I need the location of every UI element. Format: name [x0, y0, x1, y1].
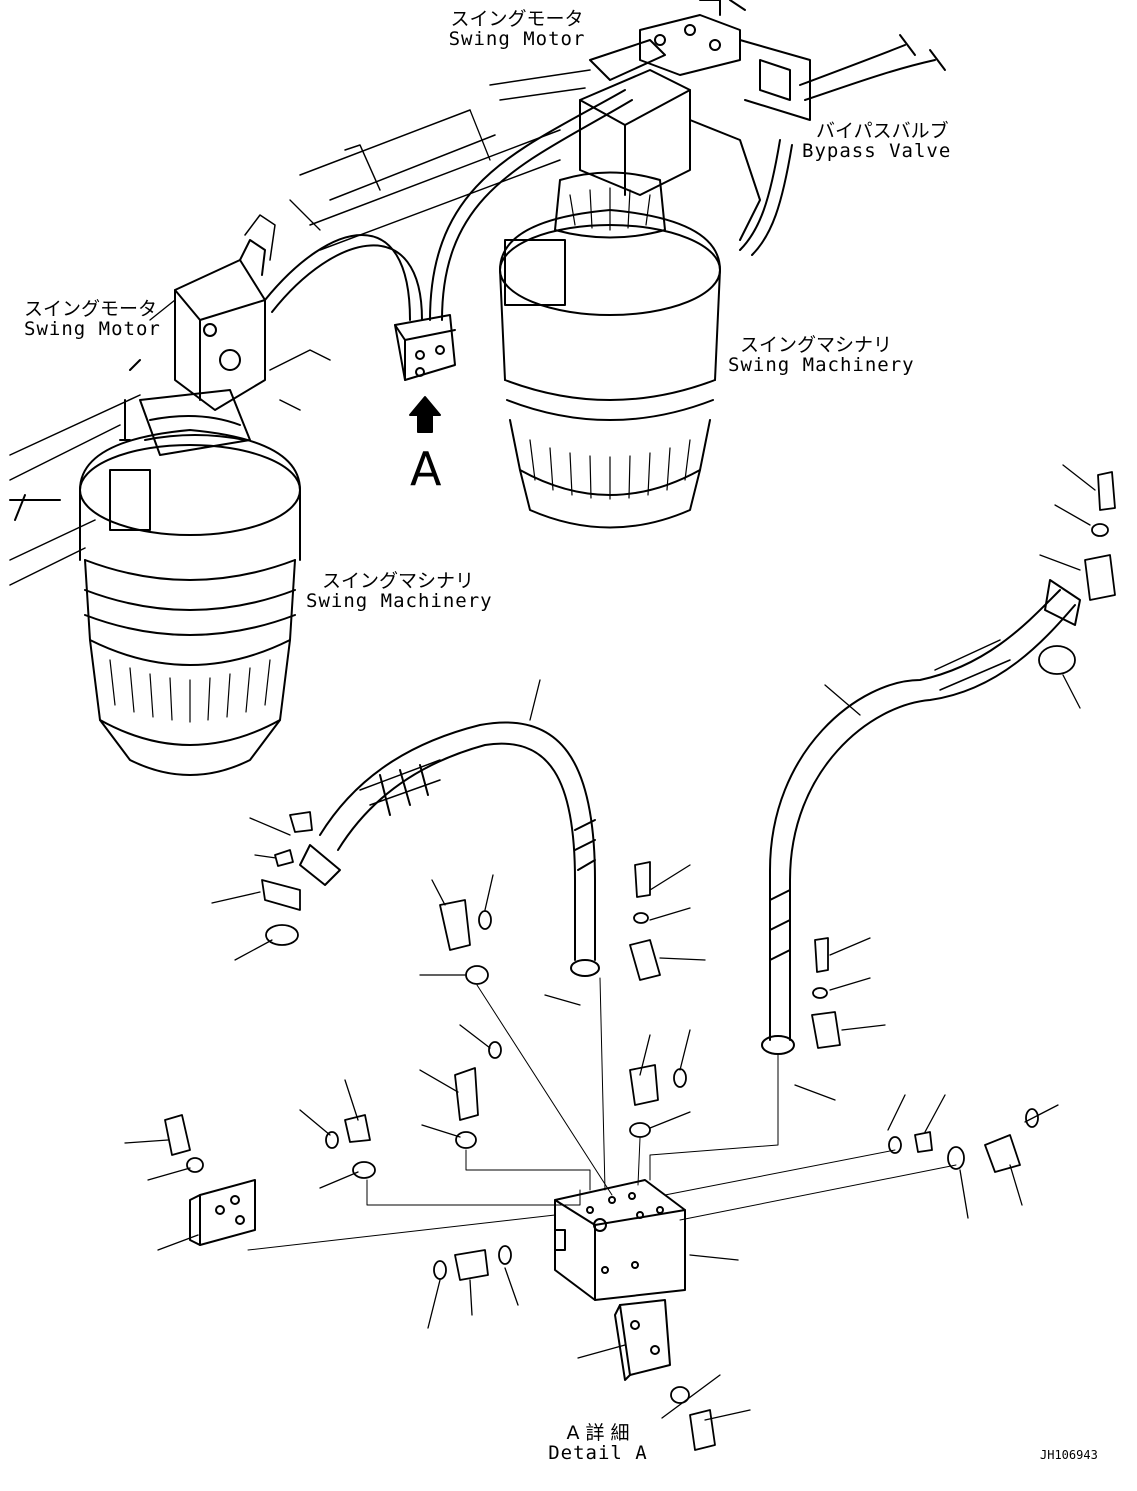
leader-lines [125, 110, 1095, 1420]
label-swing-machinery-left-jp: スイングマシナリ [322, 570, 475, 592]
bypass-block-upper [395, 315, 455, 380]
label-swing-machinery-right: スイングマシナリ Swing Machinery [728, 334, 915, 376]
label-swing-motor-left: スイングモータ Swing Motor [24, 298, 161, 340]
detail-fittings [165, 472, 1115, 1450]
detail-hose-left [300, 722, 599, 976]
detail-manifold-block [555, 1180, 685, 1300]
drawing-code: JH106943 [1040, 1448, 1098, 1462]
swing-machinery-right-drawing [500, 173, 720, 528]
detail-connection-lines [248, 978, 956, 1250]
label-swing-machinery-left-en: Swing Machinery [306, 589, 493, 612]
swing-motor-left-drawing [120, 240, 265, 440]
view-arrow-icon [410, 397, 440, 432]
label-swing-motor-top-jp: スイングモータ [450, 8, 584, 30]
label-swing-machinery-left: スイングマシナリ Swing Machinery [306, 570, 493, 612]
label-swing-machinery-right-jp: スイングマシナリ [740, 334, 893, 356]
detail-hose-right [762, 580, 1080, 1054]
label-bypass-valve-en: Bypass Valve [802, 139, 952, 162]
label-swing-motor-left-en: Swing Motor [24, 317, 161, 340]
upper-hoses [10, 35, 945, 520]
swing-motor-top-drawing [580, 0, 810, 240]
label-swing-machinery-right-en: Swing Machinery [728, 353, 915, 376]
label-bypass-valve-jp: バイパスバルブ [816, 120, 949, 142]
label-detail-a-en: Detail A [548, 1441, 648, 1464]
label-swing-motor-left-jp: スイングモータ [24, 298, 158, 320]
label-detail-a: A 詳 細 Detail A [548, 1422, 648, 1464]
frame-beams [10, 70, 590, 585]
label-detail-a-jp: A 詳 細 [566, 1422, 630, 1444]
label-bypass-valve: バイパスバルブ Bypass Valve [802, 120, 952, 162]
view-marker-a: A [410, 442, 442, 496]
swing-machinery-left-drawing [80, 390, 300, 775]
detail-brackets [190, 1180, 670, 1380]
label-swing-motor-top-en: Swing Motor [448, 27, 586, 50]
label-swing-motor-top: スイングモータ Swing Motor [442, 8, 592, 50]
